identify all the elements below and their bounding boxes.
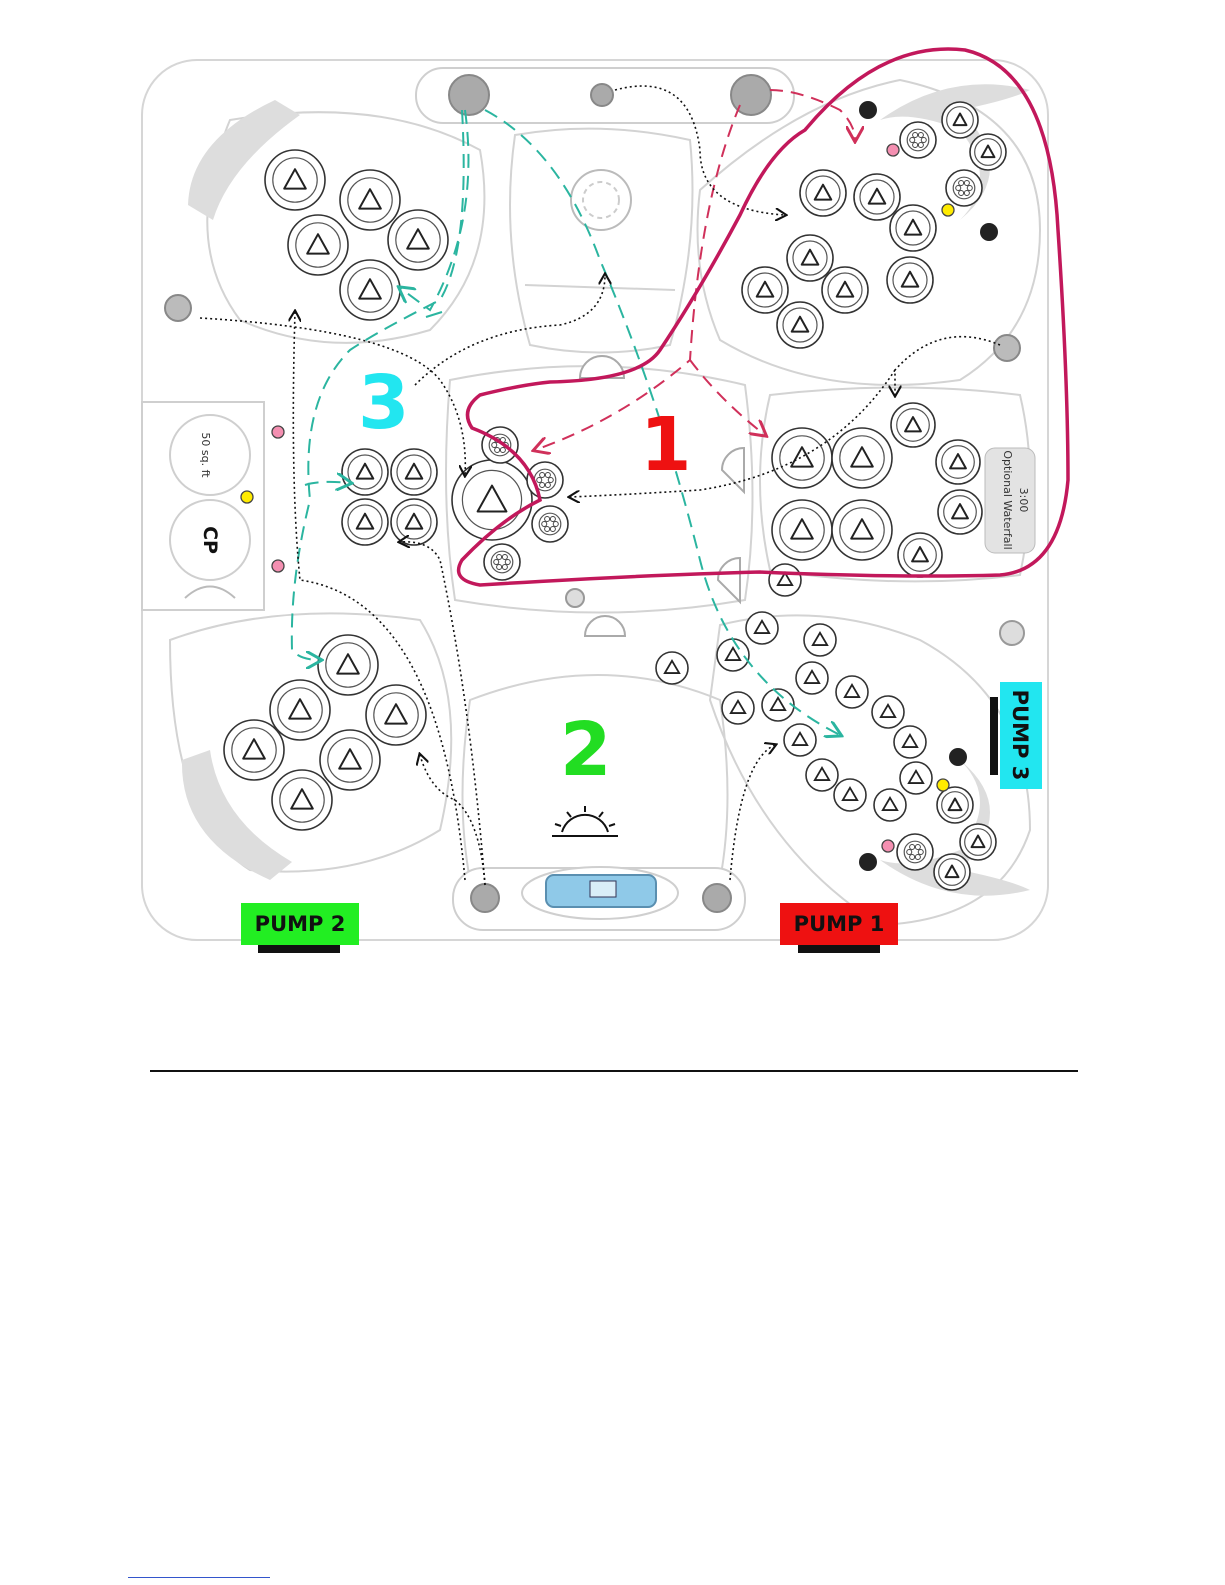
jet-icon bbox=[340, 170, 400, 230]
pink-indicator-dot bbox=[272, 426, 284, 438]
jet-icon bbox=[898, 533, 942, 577]
pump-2-label: PUMP 2 bbox=[255, 912, 346, 936]
rotary-jet-icon bbox=[946, 170, 982, 206]
rotary-jet-icon bbox=[900, 122, 936, 158]
rotary-jet-icon bbox=[482, 427, 518, 463]
jet-icon bbox=[288, 215, 348, 275]
jet-icon bbox=[342, 449, 388, 495]
cp-label: CP bbox=[199, 526, 221, 554]
bottom-valve-bar bbox=[453, 867, 745, 930]
spa-jet-diagram: 50 sq. ft CP bbox=[0, 0, 1225, 1060]
jet-icon bbox=[934, 854, 970, 890]
jet-icon bbox=[746, 612, 778, 644]
jet-icon bbox=[777, 302, 823, 348]
jet-icon bbox=[970, 134, 1006, 170]
jet-icon bbox=[722, 692, 754, 724]
footwell bbox=[571, 170, 631, 230]
jet-icon bbox=[942, 102, 978, 138]
jet-icon bbox=[936, 440, 980, 484]
jet-icon bbox=[388, 210, 448, 270]
jet-icon bbox=[887, 257, 933, 303]
jet-icon bbox=[452, 460, 532, 540]
panel-area-label: 50 sq. ft bbox=[199, 432, 212, 478]
zone-1-label: 1 bbox=[640, 402, 692, 488]
jet-icon bbox=[832, 500, 892, 560]
pink-indicator-dot bbox=[272, 560, 284, 572]
pump-3-label: PUMP 3 bbox=[1008, 690, 1032, 781]
jet-icon bbox=[822, 267, 868, 313]
jet-icon bbox=[874, 789, 906, 821]
valve-icon bbox=[591, 84, 613, 106]
waterfall-time: 3:00 bbox=[1017, 488, 1030, 513]
jet-icon bbox=[340, 260, 400, 320]
page-divider bbox=[150, 1070, 1078, 1072]
jet-icon bbox=[900, 762, 932, 794]
indicator-dot bbox=[937, 779, 949, 791]
jet-icon bbox=[342, 499, 388, 545]
pump-1-label: PUMP 1 bbox=[794, 912, 885, 936]
jet-icon bbox=[270, 680, 330, 740]
jet-icon bbox=[391, 449, 437, 495]
jet-icon bbox=[772, 428, 832, 488]
jet-icon bbox=[787, 235, 833, 281]
jet-icon bbox=[224, 720, 284, 780]
indicator-dot bbox=[942, 204, 954, 216]
jet-icon bbox=[836, 676, 868, 708]
jet-icon bbox=[894, 726, 926, 758]
footnote-rule bbox=[128, 1577, 270, 1578]
rotary-jet-icon bbox=[532, 506, 568, 542]
jet-icon bbox=[960, 824, 996, 860]
indicator-dot bbox=[882, 840, 894, 852]
jet-icon bbox=[391, 499, 437, 545]
pump-1-badge: PUMP 1 bbox=[780, 903, 898, 953]
jet-icon bbox=[318, 635, 378, 695]
jet-icon bbox=[938, 490, 982, 534]
jet-icon bbox=[366, 685, 426, 745]
jet-icon bbox=[891, 403, 935, 447]
jet-icon bbox=[872, 696, 904, 728]
jet-icon bbox=[320, 730, 380, 790]
jet-icon bbox=[854, 174, 900, 220]
valve-icon bbox=[1000, 621, 1024, 645]
pump-2-badge: PUMP 2 bbox=[241, 903, 359, 953]
valve-icon bbox=[165, 295, 191, 321]
jet-icon bbox=[834, 779, 866, 811]
zone-3-label: 3 bbox=[358, 360, 410, 446]
jet-icon bbox=[806, 759, 838, 791]
jet-icon bbox=[784, 724, 816, 756]
jet-icon bbox=[656, 652, 688, 684]
jet-icon bbox=[272, 770, 332, 830]
jet-icon bbox=[769, 564, 801, 596]
valve-icon bbox=[471, 884, 499, 912]
top-valve-bar bbox=[416, 68, 794, 123]
jet-icon bbox=[804, 624, 836, 656]
jet-icon bbox=[265, 150, 325, 210]
valve-icon bbox=[731, 75, 771, 115]
zone-2-label: 2 bbox=[560, 707, 612, 793]
jet-icon bbox=[772, 500, 832, 560]
waterfall: 3:00 Optional Waterfall bbox=[985, 448, 1035, 553]
jet-icon bbox=[937, 787, 973, 823]
waterfall-label: Optional Waterfall bbox=[1001, 450, 1014, 549]
pump-3-badge: PUMP 3 bbox=[990, 682, 1042, 789]
valve-icon bbox=[566, 589, 584, 607]
valve-icon bbox=[449, 75, 489, 115]
rotary-jet-icon bbox=[484, 544, 520, 580]
indicator-dot bbox=[887, 144, 899, 156]
rotary-jet-icon bbox=[897, 834, 933, 870]
jet-icon bbox=[717, 639, 749, 671]
jet-icon bbox=[742, 267, 788, 313]
jet-icon bbox=[796, 662, 828, 694]
jet-icon bbox=[800, 170, 846, 216]
jet-icon bbox=[890, 205, 936, 251]
yellow-indicator-dot bbox=[241, 491, 253, 503]
jet-icon bbox=[832, 428, 892, 488]
valve-icon bbox=[994, 335, 1020, 361]
valve-icon bbox=[703, 884, 731, 912]
